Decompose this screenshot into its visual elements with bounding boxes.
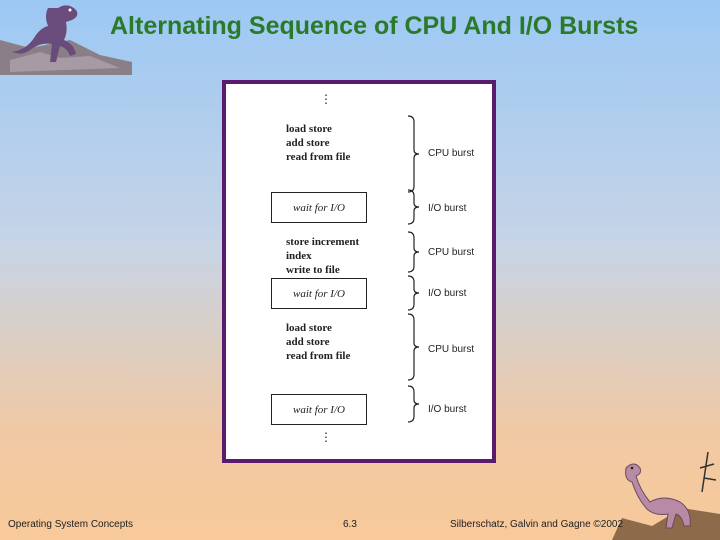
- burst-label-io-2: I/O burst: [428, 288, 467, 299]
- brace-io-2: [407, 275, 420, 311]
- burst-diagram: ⋮ load store add store read from file wa…: [222, 80, 496, 463]
- burst-label-io-3: I/O burst: [428, 404, 467, 415]
- cpu-burst-code-1: load store add store read from file: [286, 122, 350, 164]
- brace-cpu-3: [407, 313, 420, 381]
- burst-label-cpu-1: CPU burst: [428, 148, 475, 159]
- continuation-dots-bottom: ⋮: [320, 430, 332, 444]
- dinosaur-bottom-icon: [612, 451, 720, 540]
- code-line: add store: [286, 336, 330, 348]
- footer-copyright: Silberschatz, Galvin and Gagne ©2002: [450, 519, 624, 530]
- burst-label-io-1: I/O burst: [428, 203, 467, 214]
- code-line: load store: [286, 322, 332, 334]
- burst-braces: [407, 115, 420, 423]
- code-line: read from file: [286, 350, 351, 362]
- footer-slide-number: 6.3: [343, 519, 357, 530]
- brace-io-3: [407, 385, 420, 423]
- code-line: read from file: [286, 151, 351, 163]
- code-line: index: [286, 250, 312, 262]
- dinosaur-top-icon: [0, 5, 132, 75]
- cpu-burst-code-2: store increment index write to file: [286, 235, 359, 277]
- code-line: store increment: [286, 236, 360, 248]
- continuation-dots-top: ⋮: [320, 92, 332, 106]
- burst-label-cpu-2: CPU burst: [428, 247, 475, 258]
- cpu-burst-code-3: load store add store read from file: [286, 321, 350, 363]
- slide-title: Alternating Sequence of CPU And I/O Burs…: [110, 12, 639, 40]
- code-line: add store: [286, 137, 330, 149]
- io-wait-box-2: wait for I/O: [271, 278, 367, 309]
- code-line: load store: [286, 123, 332, 135]
- footer-course: Operating System Concepts: [8, 519, 134, 530]
- brace-cpu-2: [407, 231, 420, 273]
- brace-io-1: [407, 189, 420, 225]
- brace-cpu-1: [407, 115, 420, 193]
- burst-label-cpu-3: CPU burst: [428, 344, 475, 355]
- io-wait-box-3: wait for I/O: [271, 394, 367, 425]
- io-wait-box-1: wait for I/O: [271, 192, 367, 223]
- code-line: write to file: [286, 264, 340, 276]
